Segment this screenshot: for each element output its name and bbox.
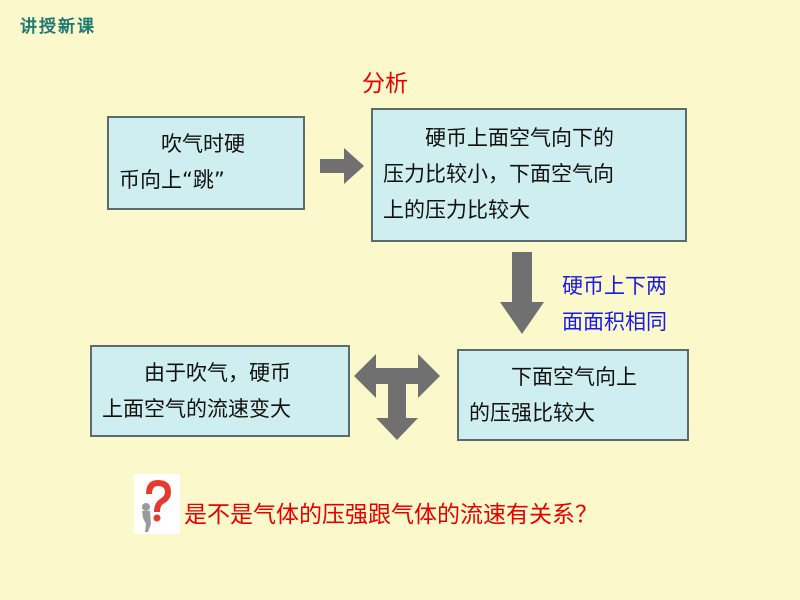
equal-area-note: 硬币上下两 面面积相同	[562, 274, 667, 334]
pressure-difference-box: 硬币上面空气向下的 压力比较小，下面空气向 上的压力比较大	[371, 108, 687, 242]
question-text: 是不是气体的压强跟气体的流速有关系？	[184, 502, 598, 528]
section-label: 讲授新课	[20, 17, 96, 37]
bottom-pressure-box: 下面空气向上 的压强比较大	[457, 349, 689, 441]
air-speed-increases-box: 由于吹气，硬币 上面空气的流速变大	[90, 345, 350, 437]
left-right-down-arrow	[354, 354, 440, 440]
question-mark-figure-icon	[134, 474, 180, 534]
down-arrow	[500, 252, 544, 334]
right-arrow	[320, 148, 364, 184]
diagram-title: 分析	[362, 71, 408, 97]
coin-jumps-box: 吹气时硬 币向上“跳”	[107, 116, 305, 210]
